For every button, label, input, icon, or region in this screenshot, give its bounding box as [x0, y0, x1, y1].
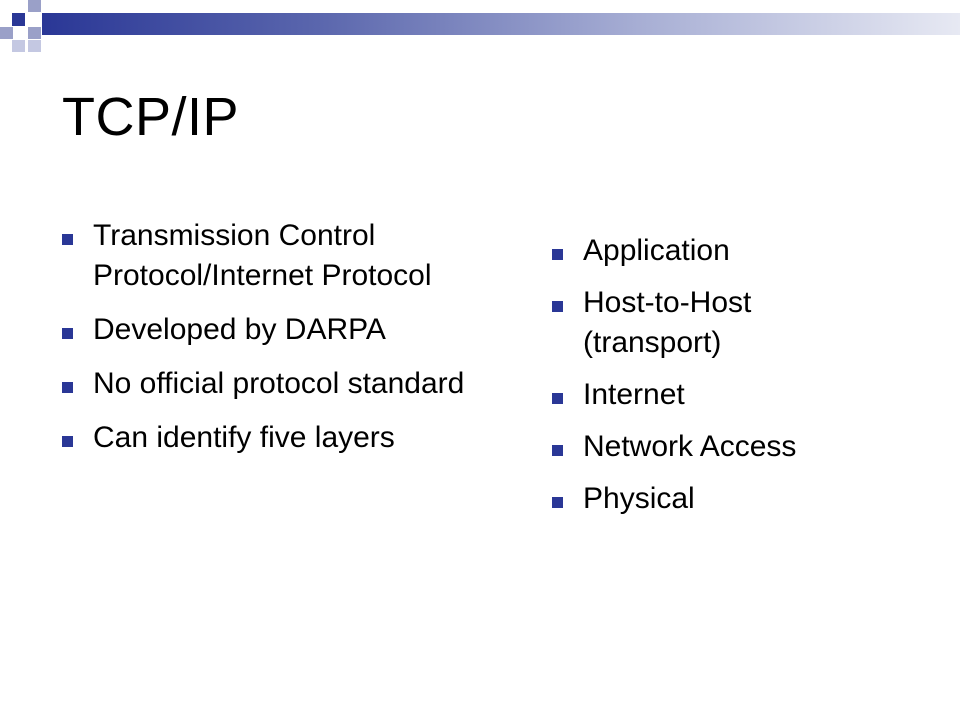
- list-item: Physical: [552, 479, 882, 519]
- list-item-text: No official protocol standard: [93, 367, 465, 400]
- square-bullet-icon: [552, 445, 563, 456]
- slide-title: TCP/IP: [62, 87, 240, 147]
- square-bullet-icon: [552, 301, 563, 312]
- decor-square-pale: [28, 40, 41, 52]
- square-bullet-icon: [62, 328, 73, 339]
- list-item: No official protocol standard: [62, 364, 482, 404]
- list-item-text: Application: [583, 234, 730, 267]
- square-bullet-icon: [552, 393, 563, 404]
- list-item: Developed by DARPA: [62, 310, 482, 350]
- decor-square-light: [0, 27, 13, 39]
- list-item-text: Internet: [583, 378, 685, 411]
- header-gradient-bar: [42, 13, 960, 35]
- square-bullet-icon: [62, 234, 73, 245]
- decor-square-blue: [12, 13, 25, 26]
- square-bullet-icon: [552, 249, 563, 260]
- list-item-text: Network Access: [583, 430, 797, 463]
- decor-square-pale: [12, 40, 25, 52]
- square-bullet-icon: [62, 382, 73, 393]
- left-bullet-list: Transmission Control Protocol/Internet P…: [62, 216, 482, 472]
- list-item: Network Access: [552, 427, 882, 467]
- list-item-text: Transmission Control Protocol/Internet P…: [93, 219, 432, 292]
- list-item: Application: [552, 231, 882, 271]
- list-item: Transmission Control Protocol/Internet P…: [62, 216, 482, 296]
- list-item-text: Can identify five layers: [93, 421, 395, 454]
- square-bullet-icon: [62, 436, 73, 447]
- list-item-text: Developed by DARPA: [93, 313, 386, 346]
- list-item-text: Host-to-Host (transport): [583, 286, 752, 359]
- decor-square-light: [28, 0, 41, 12]
- right-bullet-list: Application Host-to-Host (transport) Int…: [552, 231, 882, 531]
- list-item-text: Physical: [583, 482, 695, 515]
- list-item: Internet: [552, 375, 882, 415]
- list-item: Host-to-Host (transport): [552, 283, 882, 363]
- list-item: Can identify five layers: [62, 418, 482, 458]
- square-bullet-icon: [552, 497, 563, 508]
- decor-square-light: [28, 27, 41, 39]
